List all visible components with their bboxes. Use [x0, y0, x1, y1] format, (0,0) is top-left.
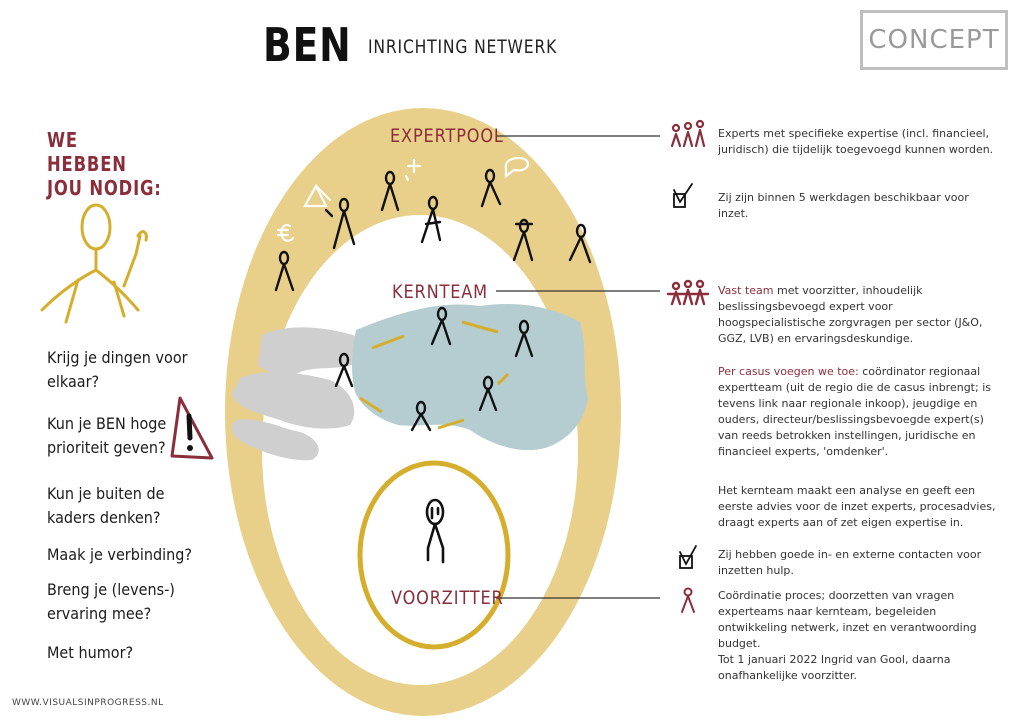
need-heading-line1: WE HEBBEN [47, 128, 127, 176]
left-figure [40, 203, 148, 324]
person-icon [274, 250, 295, 292]
person-icon [380, 170, 400, 212]
person-icon [478, 375, 498, 412]
person-icon [512, 218, 534, 262]
per-casus-highlight: Per casus voegen we toe: [718, 365, 859, 378]
question-item: Breng je (levens-) ervaring mee? [47, 580, 175, 623]
checkbox-icon [673, 183, 693, 208]
question-item: Maak je verbinding? [47, 545, 193, 564]
person-icon [334, 352, 354, 388]
kernteam-connections [359, 320, 510, 430]
person-icon [480, 168, 502, 208]
team-icon [666, 279, 710, 306]
person-icon [514, 319, 534, 358]
scales-icon [303, 183, 332, 208]
expertise-symbols [276, 157, 530, 242]
voorzitter-figure [425, 498, 445, 564]
footer-credit: WWW.VISUALSINPROGRESS.NL [12, 698, 164, 708]
person-icon [568, 223, 592, 264]
checkbox-icon [679, 545, 697, 569]
person-icon [420, 195, 442, 244]
concept-stamp: CONCEPT [860, 10, 1008, 70]
voorzitter-note: Tot 1 januari 2022 Ingrid van Gool, daar… [718, 653, 951, 682]
expertpool-description: Experts met specifieke expertise (incl. … [718, 127, 994, 156]
voorzitter-ring [357, 460, 511, 650]
leader-lines [496, 135, 660, 599]
question-item: Kun je BEN hoge prioriteit geven? [47, 414, 167, 457]
warning-icon [170, 396, 214, 460]
need-heading: WE HEBBEN JOU NODIG: [47, 128, 162, 200]
question-item: Met humor? [47, 643, 134, 662]
kernteam-label: KERNTEAM [392, 281, 488, 303]
voorzitter-description: Coördinatie proces; doorzetten van vrage… [718, 588, 998, 684]
page-subtitle: INRICHTING NETWERK [368, 36, 558, 58]
analysis-description: Het kernteam maakt een analyse en geeft … [718, 484, 996, 529]
person-icon [410, 400, 432, 432]
person-icon [324, 197, 356, 250]
euro-icon [276, 223, 295, 242]
group-icon [670, 119, 706, 148]
person-icon [430, 306, 452, 346]
expert-figures [274, 168, 592, 292]
kernteam-description: Vast team met voorzitter, inhoudelijk be… [718, 283, 998, 347]
person-icon [681, 587, 695, 613]
kernteam-text: met voorzitter, inhoudelijk beslissingsb… [718, 284, 983, 345]
question-item: Krijg je dingen voor elkaar? [47, 348, 188, 391]
voorzitter-text: Coördinatie proces; doorzetten van vrage… [718, 589, 977, 650]
contacts-note: Zij hebben goede in- en externe contacte… [718, 548, 982, 577]
need-heading-line2: JOU NODIG: [47, 176, 162, 200]
cross-icon [404, 158, 422, 182]
speech-bubble-icon [504, 157, 530, 179]
availability-note: Zij zijn binnen 5 werkdagen beschikbaar … [718, 191, 969, 220]
per-casus-description: Per casus voegen we toe: coördinator reg… [718, 364, 998, 460]
page-title: BEN [263, 18, 352, 72]
expertpool-label: EXPERTPOOL [390, 125, 504, 147]
kernteam-figures [334, 306, 534, 432]
voorzitter-label: VOORZITTER [391, 587, 504, 609]
question-item: Kun je buiten de kaders denken? [47, 484, 165, 527]
kernteam-highlight: Vast team [718, 284, 774, 297]
per-casus-text: coördinator regionaal expertteam (uit de… [718, 365, 991, 458]
map-netherlands [231, 303, 588, 461]
